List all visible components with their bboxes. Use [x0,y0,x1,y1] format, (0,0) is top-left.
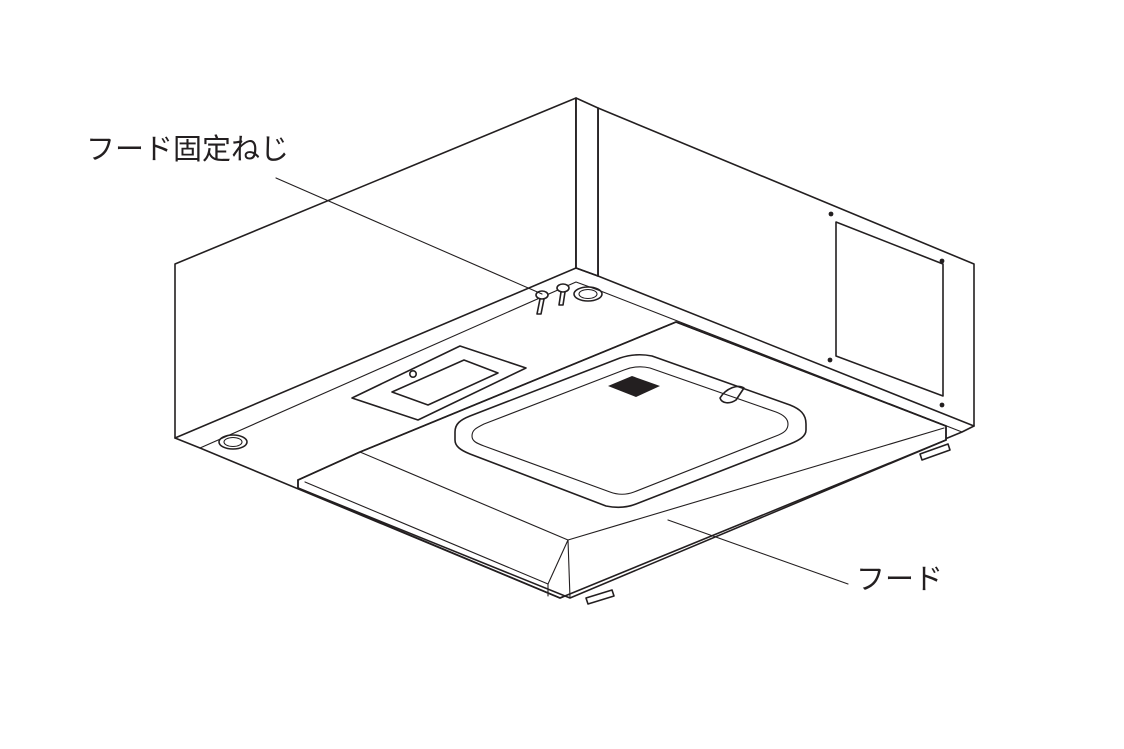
hood-screws [535,283,570,315]
leader-line-screw [275,177,543,295]
left-grommet [218,434,248,450]
filter-recess [454,353,807,509]
leader-line-hood [667,519,849,585]
cabinet-box [174,97,975,599]
hood-panel [297,321,947,599]
hood-feet [585,443,951,605]
cabinet-corner-pillar [575,97,599,277]
label-hood-screw: フード固定ねじ [86,132,290,166]
label-hood: フード [856,562,944,596]
grille-icon [608,376,660,397]
side-access-panel [827,211,945,408]
top-grommet [573,286,603,302]
control-window [351,345,527,421]
